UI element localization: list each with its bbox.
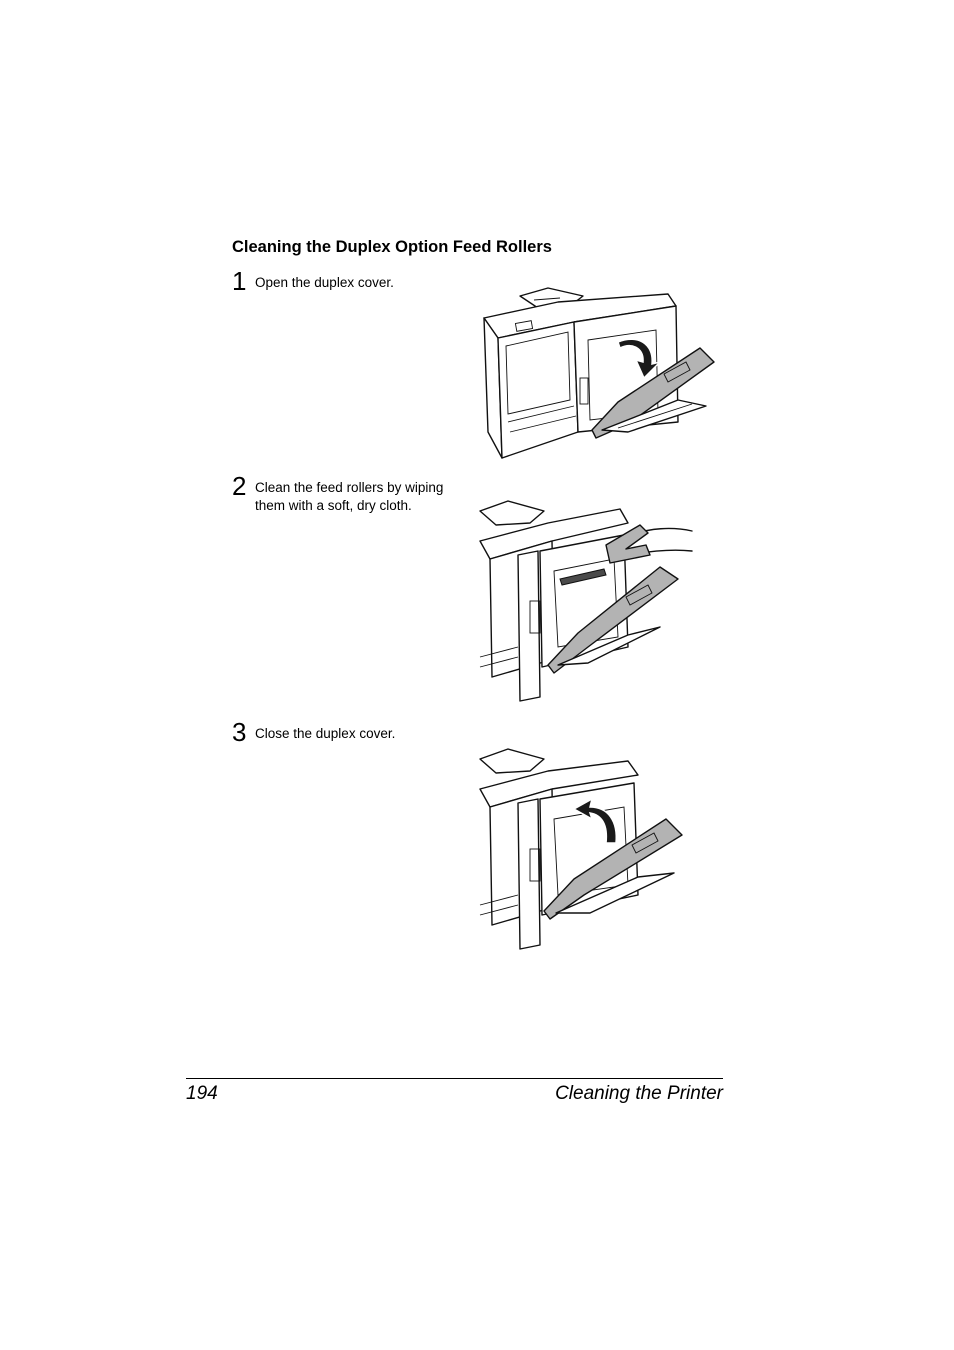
step-2-text-line: Clean the feed rollers by wiping	[255, 480, 444, 495]
step-3-text: Close the duplex cover.	[255, 725, 395, 743]
step-2-text-line: them with a soft, dry cloth.	[255, 498, 412, 513]
step-3-text-line: Close the duplex cover.	[255, 726, 396, 741]
step-1-text: Open the duplex cover.	[255, 274, 394, 292]
footer-rule	[186, 1078, 723, 1079]
open-duplex-cover-illustration	[483, 287, 715, 459]
step-3-number: 3	[232, 717, 247, 747]
close-duplex-cover-illustration	[479, 748, 683, 950]
section-heading: Cleaning the Duplex Option Feed Rollers	[232, 238, 552, 256]
step-1-text-line: Open the duplex cover.	[255, 275, 394, 290]
wipe-feed-rollers-illustration	[479, 500, 693, 702]
page-number: 194	[186, 1083, 218, 1104]
footer-section-title: Cleaning the Printer	[555, 1083, 723, 1104]
step-1-number: 1	[232, 266, 247, 296]
step-2-text: Clean the feed rollers by wiping them wi…	[255, 479, 443, 515]
step-2-number: 2	[232, 471, 247, 501]
